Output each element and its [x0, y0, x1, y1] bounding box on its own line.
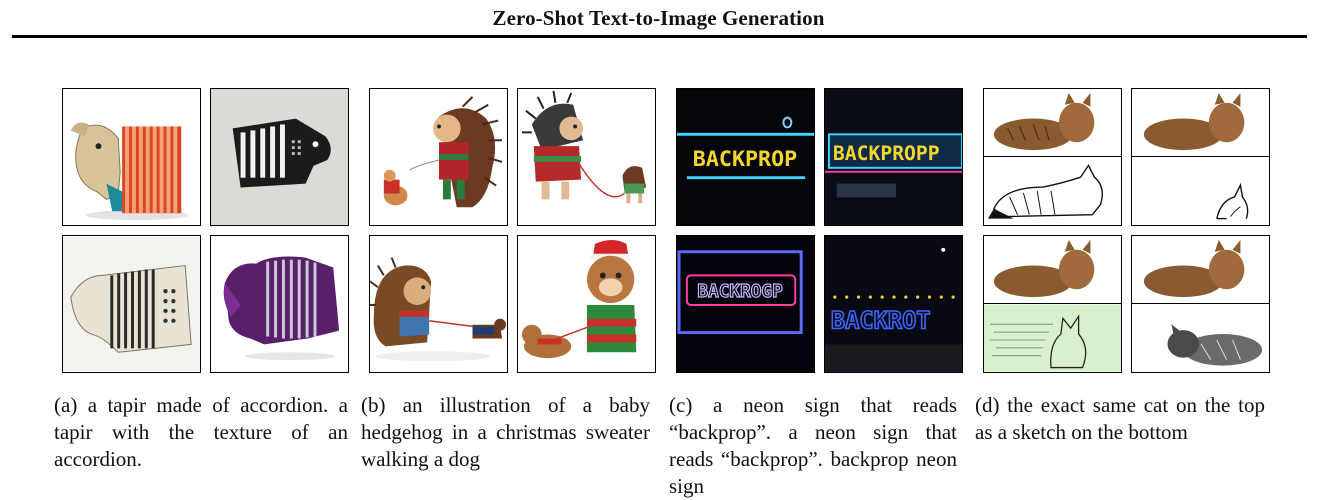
neon-sign-text: BACKPROP	[693, 147, 797, 172]
tapir-image-1	[62, 88, 201, 226]
neon-sign-text: BACKPROPP	[833, 142, 940, 165]
cat-pair-4	[1131, 235, 1270, 373]
caption-b: (b) an illustration of a baby hedgehog i…	[361, 393, 650, 471]
neon-image-3: BACKROGP	[676, 235, 815, 373]
neon-image-1: BACKPROP	[676, 88, 815, 226]
caption-c: (c) a neon sign that reads “backprop”. a…	[669, 393, 957, 498]
paper-title: Zero-Shot Text-to-Image Generation	[492, 6, 825, 30]
caption-d: (d) the exact same cat on the top as a s…	[975, 393, 1265, 444]
header-rule	[12, 35, 1307, 38]
cat-sketch	[1132, 304, 1269, 372]
tapir-image-3	[62, 235, 201, 373]
hedgehog-image-3	[369, 235, 508, 373]
cat-photo	[1132, 236, 1269, 304]
cat-sketch	[1132, 157, 1269, 225]
cat-photo	[984, 236, 1121, 304]
caption-a: (a) a tapir made of accordion. a tapir w…	[54, 393, 348, 471]
hedgehog-image-2	[517, 88, 656, 226]
neon-image-4: BACKROT	[824, 235, 963, 373]
neon-sign-text: BACKROT	[831, 307, 931, 335]
paper-header: Zero-Shot Text-to-Image Generation	[0, 0, 1317, 40]
hedgehog-image-1	[369, 88, 508, 226]
tapir-image-2	[210, 88, 349, 226]
cat-pair-1	[983, 88, 1122, 226]
tapir-image-4	[210, 235, 349, 373]
neon-sign-text: BACKROGP	[697, 282, 782, 302]
cat-pair-3	[983, 235, 1122, 373]
cat-sketch	[984, 157, 1121, 225]
cat-pair-2	[1131, 88, 1270, 226]
cat-photo	[1132, 89, 1269, 157]
neon-image-2: BACKPROPP	[824, 88, 963, 226]
hedgehog-image-4	[517, 235, 656, 373]
cat-sketch	[984, 304, 1121, 372]
cat-photo	[984, 89, 1121, 157]
